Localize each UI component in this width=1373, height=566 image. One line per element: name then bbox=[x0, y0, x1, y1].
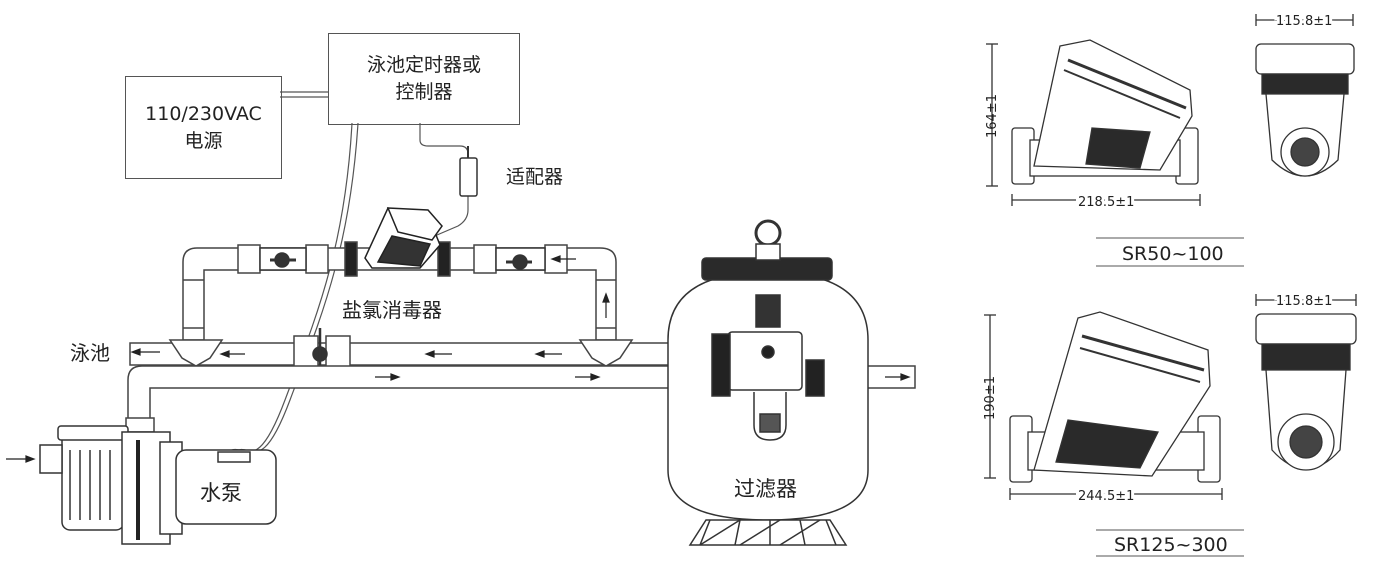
model1-height-dim: 164±1 bbox=[985, 94, 1000, 138]
model-side-1 bbox=[1255, 14, 1355, 177]
pump-icon bbox=[39, 425, 277, 545]
controller-box: 泳池定时器或 控制器 bbox=[328, 33, 520, 125]
model1-side-dim: 115.8±1 bbox=[1276, 14, 1332, 29]
model-drawing-1 bbox=[986, 39, 1201, 206]
model1-name: SR50~100 bbox=[1122, 243, 1224, 265]
model2-height-dim: 190±1 bbox=[983, 376, 998, 420]
power-supply-box: 110/230VAC 电源 bbox=[125, 76, 282, 179]
pool-label: 泳池 bbox=[70, 341, 110, 365]
pump-label: 水泵 bbox=[200, 481, 242, 505]
return-flow-arrows bbox=[130, 348, 562, 358]
model1-width-dim: 218.5±1 bbox=[1078, 195, 1134, 210]
model2-width-dim: 244.5±1 bbox=[1078, 489, 1134, 504]
filter-icon bbox=[667, 219, 869, 546]
controller-line1: 泳池定时器或 bbox=[366, 54, 481, 76]
adapter-icon bbox=[459, 157, 478, 197]
model2-name: SR125~300 bbox=[1114, 534, 1228, 556]
controller-line2: 控制器 bbox=[395, 81, 453, 103]
upper-flow-arrows bbox=[550, 255, 610, 318]
upper-valve-right bbox=[495, 247, 546, 271]
return-valve bbox=[312, 328, 328, 380]
filter-label: 过滤器 bbox=[734, 477, 797, 501]
model2-side-dim: 115.8±1 bbox=[1276, 294, 1332, 309]
pump-inlet-arrow bbox=[6, 455, 36, 463]
model-drawing-2 bbox=[984, 311, 1223, 500]
upper-valve-left bbox=[259, 247, 307, 271]
supply-flow-arrows bbox=[375, 373, 911, 381]
adapter-label: 适配器 bbox=[506, 166, 563, 188]
model-side-2 bbox=[1255, 294, 1357, 471]
chlorinator-label: 盐氯消毒器 bbox=[342, 298, 442, 322]
power-supply-voltage: 110/230VAC bbox=[145, 102, 262, 125]
chlorinator-cell bbox=[364, 207, 443, 269]
power-supply-label: 电源 bbox=[184, 129, 223, 152]
